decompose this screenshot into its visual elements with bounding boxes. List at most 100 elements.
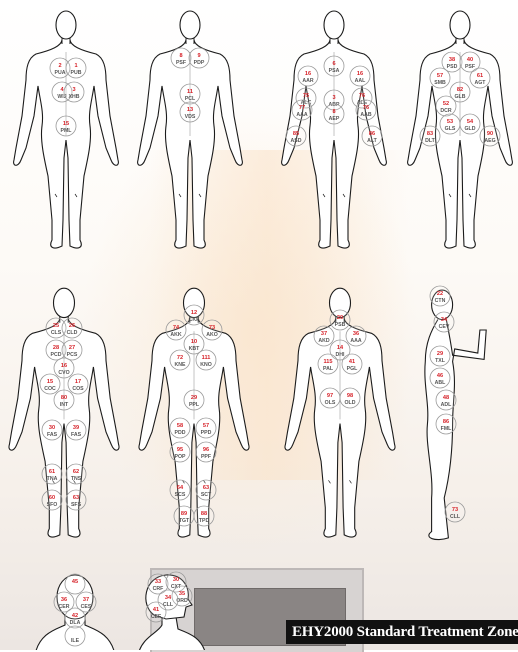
zone-code: PCD — [51, 352, 62, 358]
zone-marker: 6PSA — [324, 56, 344, 76]
zone-marker: 20PSB — [330, 310, 350, 330]
zone-code: CEF — [151, 614, 161, 620]
zone-code: PSB — [335, 322, 346, 328]
zone-marker: 95POP — [170, 442, 190, 462]
zone-code: PSD — [447, 64, 458, 70]
zone-number: 2 — [58, 63, 61, 69]
zone-marker: ILE — [65, 626, 85, 646]
zone-marker: 57SMB — [430, 68, 450, 88]
zone-marker: 58PDD — [170, 418, 190, 438]
zone-number: 83 — [427, 131, 433, 137]
zone-marker: 45 — [65, 574, 85, 594]
zone-marker: 26CLD — [62, 318, 82, 338]
zone-number: 77 — [299, 105, 305, 111]
zone-code: PAL — [323, 366, 334, 372]
zone-code: CTN — [435, 298, 446, 304]
figure-front-2: 6PSA16AAR16AAL75ALC76ALE77AAA76AAB3ABP8A… — [282, 11, 387, 248]
zone-code: SCS — [175, 492, 186, 498]
zone-code: AAA — [350, 338, 361, 344]
zone-code: PGL — [347, 366, 358, 372]
zone-marker: 29TXL — [430, 346, 450, 366]
zone-code: KNO — [200, 362, 212, 368]
zone-code: DLT — [425, 138, 436, 144]
zone-code: CER — [59, 604, 70, 610]
zone-code: CLL — [450, 514, 461, 520]
zone-number: 37 — [321, 331, 327, 337]
zone-marker: 15PML — [56, 116, 76, 136]
zone-number: 41 — [349, 359, 355, 365]
zone-code: XHB — [69, 94, 80, 100]
zone-marker: 46ABL — [430, 368, 450, 388]
zone-number: 8 — [179, 53, 182, 59]
zone-marker: 8AEP — [324, 104, 344, 124]
zone-number: 26 — [69, 323, 75, 329]
zone-marker: 30FAS — [42, 420, 62, 440]
zone-code: DCR — [440, 108, 451, 114]
zone-marker: 16AAL — [350, 66, 370, 86]
zone-code: SMB — [434, 80, 446, 86]
figure-front-3: 25CLS26CLD28PCD27PCS16CVO15COC17COS80INT… — [9, 288, 119, 537]
zone-number: 62 — [73, 469, 79, 475]
zone-code: SFO — [47, 502, 58, 508]
zone-number: 98 — [347, 393, 353, 399]
zone-number: 82 — [457, 87, 463, 93]
zone-marker: 12CKF — [184, 305, 204, 325]
zone-code: AKO — [206, 332, 218, 338]
zone-code: PPD — [201, 430, 212, 436]
zone-marker: 3XHB — [64, 82, 84, 102]
zone-code: POP — [175, 454, 186, 460]
zone-marker: 61AGT — [470, 68, 490, 88]
zone-code: AAA — [296, 112, 307, 118]
zone-marker: 17COS — [68, 374, 88, 394]
zone-code: PUB — [71, 70, 82, 76]
zone-number: 34 — [441, 317, 448, 323]
zone-number: 76 — [363, 105, 369, 111]
zone-code: PSA — [329, 68, 340, 74]
zone-number: 48 — [443, 395, 449, 401]
zone-marker: 29PPL — [184, 390, 204, 410]
zone-number: 74 — [173, 325, 180, 331]
zone-number: 41 — [153, 607, 159, 613]
zone-code: VDS — [185, 114, 196, 120]
zone-code: TNS — [71, 476, 82, 482]
zone-marker: 41CEF — [146, 602, 166, 622]
zone-marker: 88TPD — [194, 506, 214, 526]
zone-number: 6 — [332, 61, 335, 67]
zone-marker: 60SFO — [42, 490, 62, 510]
zone-marker: 1PUB — [66, 58, 86, 78]
zone-code: KBT — [189, 346, 200, 352]
zone-number: 14 — [337, 345, 344, 351]
zone-number: 16 — [61, 363, 67, 369]
zone-number: 22 — [437, 291, 443, 297]
zone-marker: 48ADL — [436, 390, 456, 410]
zone-marker: 86FML — [436, 414, 456, 434]
zone-marker: 72KNE — [170, 350, 190, 370]
figure-front-4: 20PSB37AKD36AAA14DHI115PAL41PGL97OLS98OL… — [285, 288, 395, 537]
zone-number: 9 — [197, 53, 200, 59]
zone-code: GLD — [465, 126, 476, 132]
zone-number: 88 — [201, 511, 207, 517]
zone-number: 10 — [191, 339, 197, 345]
zone-marker: 89TGT — [174, 506, 194, 526]
zone-number: 30 — [49, 425, 55, 431]
zone-code: CLS — [51, 330, 62, 336]
zone-number: 57 — [437, 73, 443, 79]
zone-code: CRF — [153, 586, 164, 592]
zone-code: ADL — [441, 402, 452, 408]
zone-marker: 8PSF — [171, 48, 191, 68]
zone-marker: 57PPD — [196, 418, 216, 438]
zone-number: 60 — [49, 495, 55, 501]
zone-code: PPL — [189, 402, 200, 408]
zone-marker: 61TNA — [42, 464, 62, 484]
zone-marker: 63SFS — [66, 490, 86, 510]
zone-number: 63 — [73, 495, 79, 501]
zone-code: FAS — [71, 432, 82, 438]
zone-number: 40 — [467, 57, 473, 63]
zone-number: 36 — [61, 597, 67, 603]
zone-code: OLD — [345, 400, 356, 406]
zone-number: 90 — [487, 131, 493, 137]
zone-number: 96 — [203, 447, 209, 453]
zone-code: GLB — [455, 94, 466, 100]
zone-number: 97 — [327, 393, 333, 399]
zone-number: 33 — [155, 579, 161, 585]
